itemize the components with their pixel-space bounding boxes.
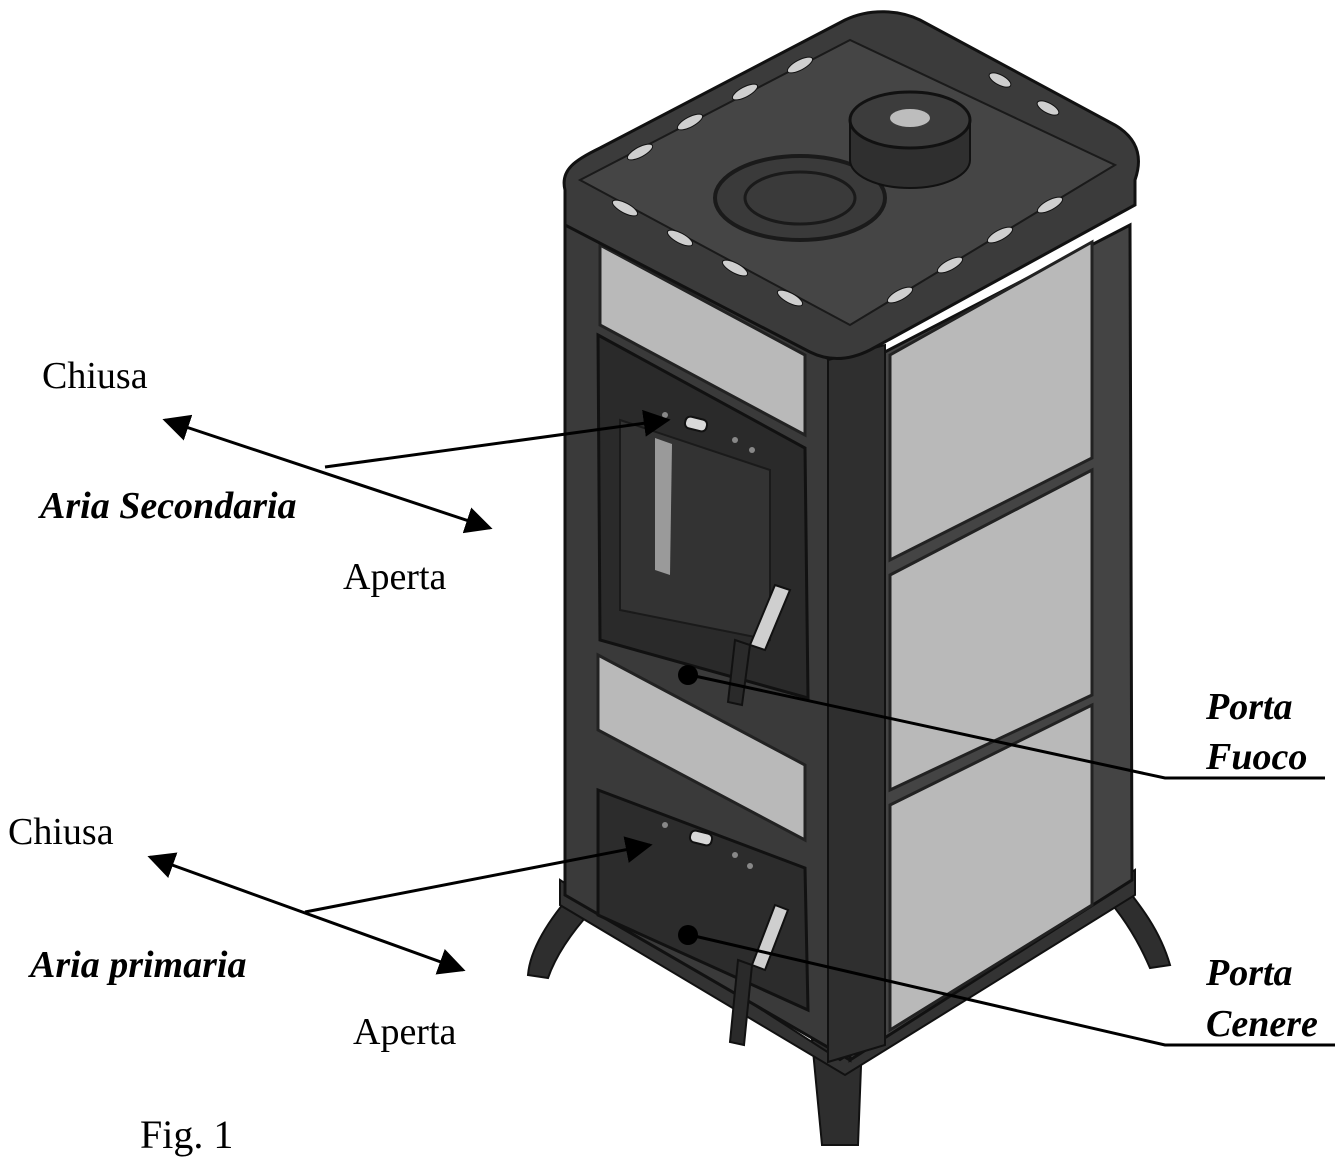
front-tile-middle	[596, 652, 807, 843]
primary-air-range-arrow	[147, 852, 466, 975]
ash-door-leader	[689, 933, 1335, 1047]
fire-door-leader	[689, 673, 1325, 780]
stove-corner-post	[827, 343, 886, 1064]
figure-caption: Fig. 1	[140, 1112, 234, 1157]
fire-door-handle	[748, 583, 792, 652]
side-tile-3	[888, 702, 1094, 1033]
side-tile-1	[888, 239, 1094, 563]
flue-collar	[848, 90, 972, 189]
secondary-air-range-arrow	[162, 414, 493, 534]
stove-body	[526, 10, 1172, 1146]
ash-door-label-line1: Porta	[1206, 952, 1293, 994]
cooking-plate	[713, 154, 887, 242]
secondary-air-closed-label: Chiusa	[42, 355, 148, 397]
fire-door-glass-highlight	[655, 438, 672, 575]
primary-air-pointer	[304, 836, 653, 914]
fire-door-marker	[678, 665, 698, 685]
primary-air-open-label: Aperta	[353, 1011, 457, 1053]
front-tile-top	[598, 242, 807, 438]
top-vent-slots	[611, 56, 1064, 307]
fire-door-label-line1: Porta	[1206, 686, 1293, 728]
secondary-air-pointer	[324, 409, 671, 469]
annotations	[147, 409, 1335, 1047]
cooking-plate-inner	[743, 170, 857, 226]
stove-base	[559, 868, 1136, 1077]
primary-air-slider	[662, 822, 753, 869]
ash-door-label-line2: Cenere	[1206, 1003, 1318, 1045]
secondary-air-open-label: Aperta	[343, 556, 447, 598]
ash-door-handle	[750, 903, 790, 972]
primary-air-label: Aria primaria	[30, 944, 247, 986]
ash-door-handle-stem	[728, 958, 754, 1047]
fire-door-label-line2: Fuoco	[1206, 736, 1308, 778]
ash-door-marker	[678, 925, 698, 945]
primary-air-closed-label: Chiusa	[8, 811, 114, 853]
fire-door-handle-stem	[726, 638, 752, 707]
secondary-air-label: Aria Secondaria	[40, 485, 297, 527]
